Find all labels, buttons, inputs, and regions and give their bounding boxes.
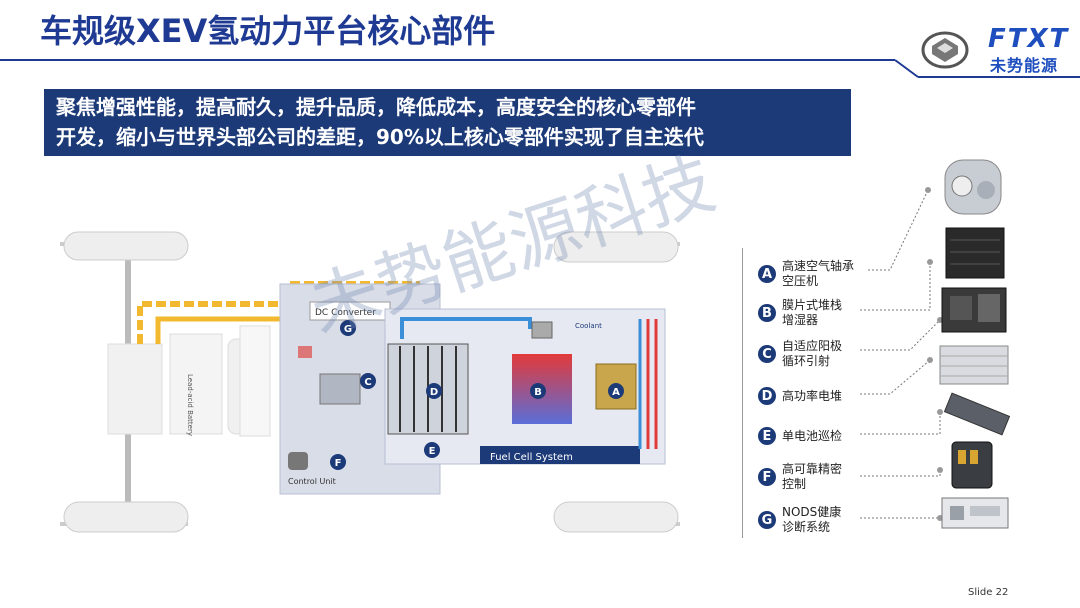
svg-text:D: D (430, 387, 438, 398)
cell-monitor-image (943, 392, 1011, 436)
diagram-marker-a: A (608, 383, 624, 399)
control-unit-label: Control Unit (288, 477, 336, 486)
ejector-image (941, 287, 1007, 333)
logo-wordmark: FTXT (988, 24, 1070, 54)
component-label-line2: 空压机 (782, 274, 819, 288)
component-item-e: E 单电池巡检 (758, 418, 842, 454)
component-label: 高速空气轴承 (782, 259, 855, 273)
component-badge: F (758, 468, 776, 486)
svg-text:A: A (612, 387, 620, 398)
component-item-d: D 高功率电堆 (758, 378, 842, 414)
fuel-cell-stack-image (939, 345, 1009, 385)
component-item-a: A 高速空气轴承空压机 (758, 256, 854, 292)
diagram-marker-e: E (424, 442, 440, 458)
component-badge: B (758, 304, 776, 322)
logo-emblem-icon (921, 31, 969, 69)
air-compressor-image (944, 159, 1002, 215)
company-logo (918, 24, 1078, 76)
component-item-f: F 高可靠精密控制 (758, 459, 842, 495)
slide-number: Slide 22 (968, 587, 1009, 598)
page-title: 车规级XEV氢动力平台核心部件 (40, 12, 496, 50)
component-badge: G (758, 511, 776, 529)
diagram-marker-d: D (426, 383, 442, 399)
svg-text:G: G (344, 324, 352, 335)
component-label: 高可靠精密 (782, 462, 843, 476)
diagram-marker-g: G (340, 320, 356, 336)
svg-text:B: B (534, 387, 542, 398)
coolant-label: Coolant (575, 322, 602, 330)
vehicle-powertrain-diagram: DC Converter Fuel Cell System Control Un… (60, 231, 680, 533)
dc-converter-label: DC Converter (315, 308, 376, 318)
svg-text:E: E (429, 446, 436, 457)
component-label-line2: 循环引射 (782, 354, 831, 368)
component-item-c: C 自适应阳极循环引射 (758, 336, 842, 372)
component-item-g: G NODS健康诊断系统 (758, 502, 841, 538)
component-label-line2: 控制 (782, 477, 807, 491)
diagram-marker-b: B (530, 383, 546, 399)
battery-label: Lead-acid Battery (186, 374, 194, 436)
component-label-line2: 诊断系统 (782, 520, 831, 534)
banner-line-1: 聚焦增强性能，提高耐久，提升品质，降低成本，高度安全的核心零部件 (56, 95, 696, 119)
legend-divider (742, 248, 743, 538)
diagram-marker-c: C (360, 373, 376, 389)
wheel-rear-right (553, 501, 679, 533)
component-label-line2: 增湿器 (782, 313, 819, 327)
header-divider (0, 59, 1080, 78)
component-label: 单电池巡检 (782, 428, 843, 443)
svg-text:F: F (335, 458, 342, 469)
svg-text:C: C (364, 377, 371, 388)
wheel-front-left (63, 231, 189, 261)
component-badge: E (758, 427, 776, 445)
wheel-front-right (553, 231, 679, 263)
component-images (860, 159, 1011, 529)
humidifier-image (945, 227, 1005, 279)
diagnosis-board-image (941, 497, 1009, 529)
component-label: 高功率电堆 (782, 388, 843, 403)
wheel-rear-left (63, 501, 189, 533)
component-badge: D (758, 387, 776, 405)
component-item-b: B 膜片式堆栈增湿器 (758, 295, 842, 331)
component-badge: C (758, 345, 776, 363)
logo-subtitle: 未势能源 (990, 56, 1059, 75)
diagram-marker-f: F (330, 454, 346, 470)
controller-image (951, 441, 993, 489)
banner-line-2: 开发，缩小与世界头部公司的差距，90%以上核心零部件实现了自主迭代 (56, 125, 704, 149)
fuel-cell-system-label: Fuel Cell System (490, 452, 573, 463)
summary-banner: 聚焦增强性能，提高耐久，提升品质，降低成本，高度安全的核心零部件 开发，缩小与世… (44, 89, 851, 156)
component-label: 膜片式堆栈 (782, 298, 843, 312)
component-label: NODS健康 (782, 505, 842, 519)
component-badge: A (758, 265, 776, 283)
component-label: 自适应阳极 (782, 339, 843, 353)
